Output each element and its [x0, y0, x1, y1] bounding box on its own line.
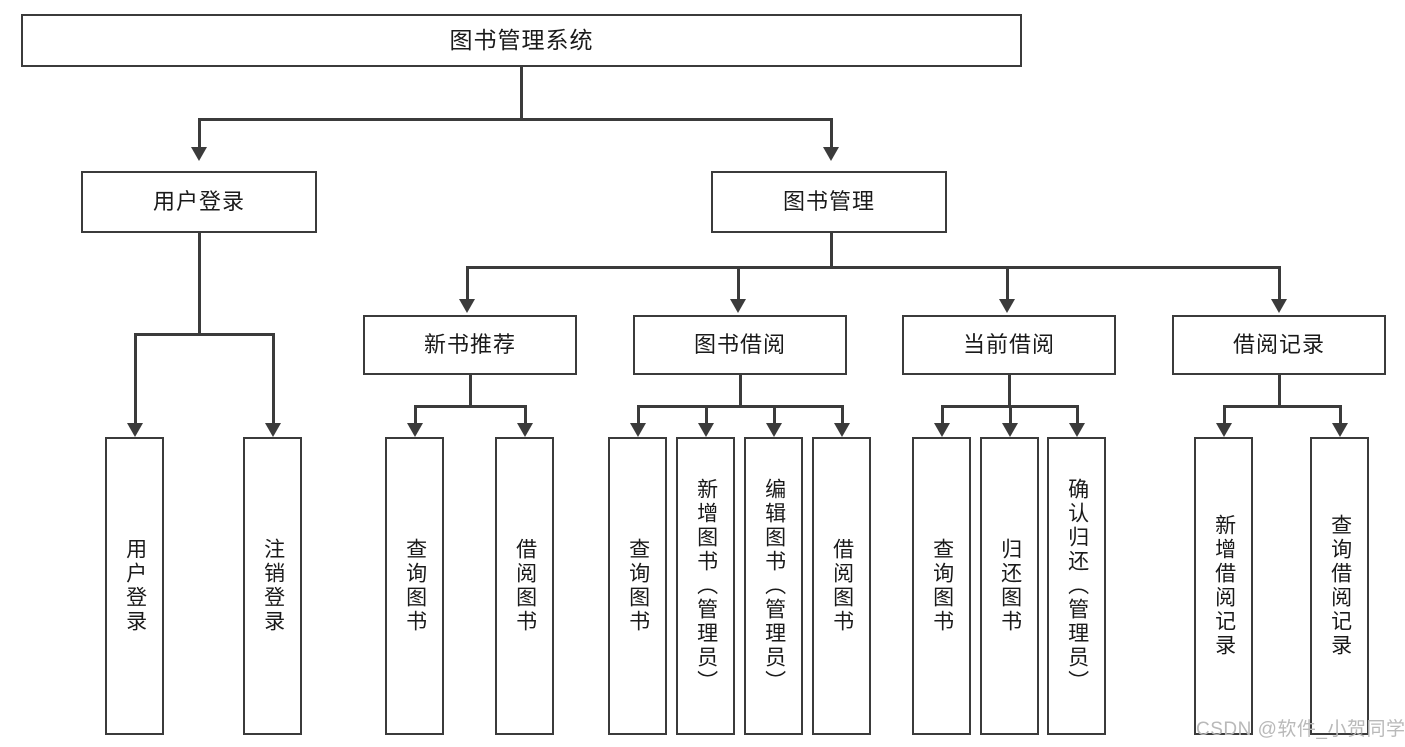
connector-book-borrow-leaf4 [841, 405, 844, 424]
arrow-new-book-leaf1 [407, 423, 423, 437]
connector-level2-bus [198, 118, 832, 121]
leaf-label: 借阅图书 [513, 538, 537, 634]
connector-current-borrow-leaf2 [1009, 405, 1012, 424]
node-current-borrow[interactable]: 当前借阅 [902, 315, 1116, 375]
arrow-book-borrow-leaf1 [630, 423, 646, 437]
connector-root-to-book-manage [830, 118, 833, 148]
connector-to-borrow-record [1278, 266, 1281, 300]
connector-current-borrow-leaf1 [941, 405, 944, 424]
leaf-confirm-return-admin[interactable]: 确认归还（管理员） [1047, 437, 1106, 735]
connector-borrow-record-leaf1 [1223, 405, 1226, 424]
connector-book-borrow-leaf1 [637, 405, 640, 424]
leaf-query-book-current[interactable]: 查询图书 [912, 437, 971, 735]
arrow-book-borrow-leaf3 [766, 423, 782, 437]
connector-current-borrow-leaf3 [1076, 405, 1079, 424]
leaf-label: 注销登录 [261, 538, 285, 634]
connector-borrow-record-leaf2 [1339, 405, 1342, 424]
connector-new-book-leaf2 [524, 405, 527, 424]
arrow-current-borrow-leaf2 [1002, 423, 1018, 437]
leaf-label: 查询图书 [403, 538, 427, 634]
leaf-label: 确认归还（管理员） [1065, 478, 1089, 694]
leaf-user-login[interactable]: 用户登录 [105, 437, 164, 735]
leaf-label: 新增借阅记录 [1212, 514, 1236, 658]
node-book-borrow[interactable]: 图书借阅 [633, 315, 847, 375]
connector-user-login-stem [198, 233, 201, 335]
arrow-current-borrow-leaf1 [934, 423, 950, 437]
leaf-return-book[interactable]: 归还图书 [980, 437, 1039, 735]
arrow-current-borrow-leaf3 [1069, 423, 1085, 437]
connector-root-stem [520, 67, 523, 120]
node-root-system[interactable]: 图书管理系统 [21, 14, 1022, 67]
leaf-borrow-book[interactable]: 借阅图书 [812, 437, 871, 735]
arrow-to-current-borrow [999, 299, 1015, 313]
leaf-add-borrow-record[interactable]: 新增借阅记录 [1194, 437, 1253, 735]
connector-book-manage-stem [830, 233, 833, 268]
node-user-login[interactable]: 用户登录 [81, 171, 317, 233]
arrow-book-borrow-leaf2 [698, 423, 714, 437]
connector-new-book-bus [414, 405, 526, 408]
leaf-label: 用户登录 [123, 538, 147, 634]
connector-borrow-record-bus [1223, 405, 1341, 408]
leaf-edit-book-admin[interactable]: 编辑图书（管理员） [744, 437, 803, 735]
leaf-query-book-borrow[interactable]: 查询图书 [608, 437, 667, 735]
connector-book-borrow-leaf3 [773, 405, 776, 424]
leaf-label: 查询图书 [626, 538, 650, 634]
connector-new-book-stem [469, 375, 472, 407]
node-new-book-recommend[interactable]: 新书推荐 [363, 315, 577, 375]
arrow-root-to-book-manage [823, 147, 839, 161]
leaf-query-borrow-record[interactable]: 查询借阅记录 [1310, 437, 1369, 735]
connector-root-to-user-login [198, 118, 201, 148]
arrow-borrow-record-leaf1 [1216, 423, 1232, 437]
leaf-add-book-admin[interactable]: 新增图书（管理员） [676, 437, 735, 735]
connector-book-borrow-leaf2 [705, 405, 708, 424]
arrow-to-new-book [459, 299, 475, 313]
arrow-book-borrow-leaf4 [834, 423, 850, 437]
leaf-label: 查询借阅记录 [1328, 514, 1352, 658]
connector-new-book-leaf1 [414, 405, 417, 424]
connector-to-book-borrow [737, 266, 740, 300]
leaf-label: 归还图书 [998, 538, 1022, 634]
connector-user-login-bus [134, 333, 274, 336]
connector-book-borrow-bus [637, 405, 843, 408]
leaf-query-book-recommend[interactable]: 查询图书 [385, 437, 444, 735]
connector-to-new-book [466, 266, 469, 300]
connector-level3-bus [466, 266, 1278, 269]
leaf-logout[interactable]: 注销登录 [243, 437, 302, 735]
connector-current-borrow-stem [1008, 375, 1011, 407]
leaf-label: 借阅图书 [830, 538, 854, 634]
connector-user-login-leaf1 [134, 333, 137, 424]
leaf-label: 新增图书（管理员） [694, 478, 718, 694]
arrow-new-book-leaf2 [517, 423, 533, 437]
node-borrow-record[interactable]: 借阅记录 [1172, 315, 1386, 375]
connector-borrow-record-stem [1278, 375, 1281, 407]
arrow-user-login-leaf1 [127, 423, 143, 437]
connector-book-borrow-stem [739, 375, 742, 407]
connector-user-login-leaf2 [272, 333, 275, 424]
arrow-root-to-user-login [191, 147, 207, 161]
arrow-user-login-leaf2 [265, 423, 281, 437]
connector-to-current-borrow [1006, 266, 1009, 300]
leaf-borrow-book-recommend[interactable]: 借阅图书 [495, 437, 554, 735]
node-book-manage[interactable]: 图书管理 [711, 171, 947, 233]
arrow-to-book-borrow [730, 299, 746, 313]
leaf-label: 查询图书 [930, 538, 954, 634]
arrow-borrow-record-leaf2 [1332, 423, 1348, 437]
leaf-label: 编辑图书（管理员） [762, 478, 786, 694]
arrow-to-borrow-record [1271, 299, 1287, 313]
